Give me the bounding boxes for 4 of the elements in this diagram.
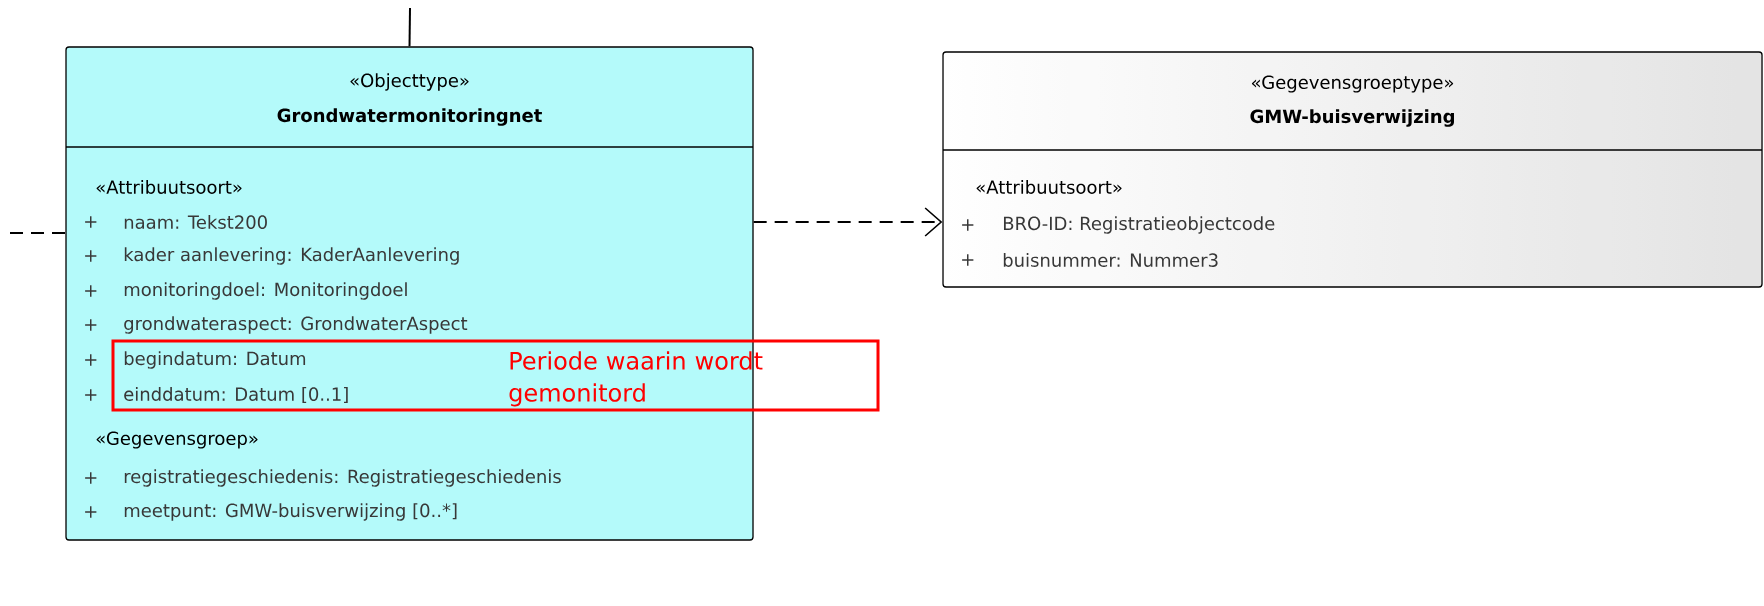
class-box: «Gegevensgroeptype» GMW-buisverwijzing «Attribuutsoort» + BRO-ID: Registratieobjectcode + buisnummer: Nummer3 xyxy=(942,51,1763,288)
connector-line xyxy=(408,7,411,48)
dependency-arrow xyxy=(752,207,943,237)
connector-line xyxy=(9,232,67,234)
